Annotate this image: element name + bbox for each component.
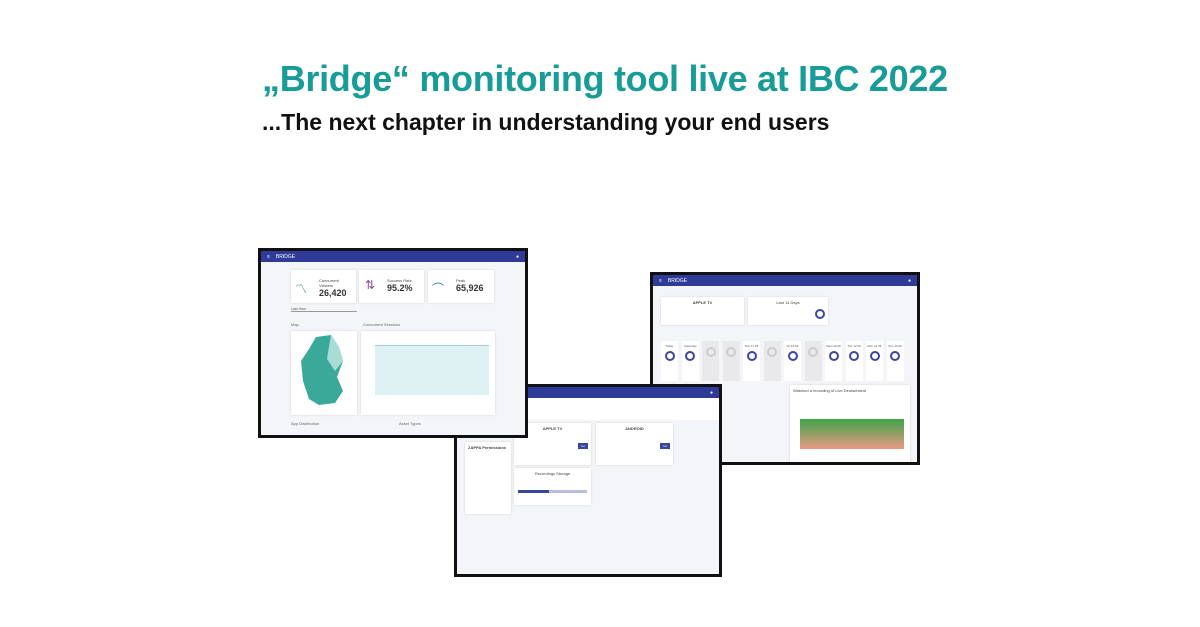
day-label: Fri 15.09 <box>786 344 799 348</box>
map-title: Map <box>291 322 299 327</box>
day-card[interactable] <box>722 341 740 381</box>
quality-ring <box>726 347 736 357</box>
day-card[interactable]: Sun 17.09 <box>743 341 760 381</box>
storage-title: Recordings Storage <box>534 471 571 476</box>
storage-card: Recordings Storage <box>514 468 591 505</box>
recording-chart: Watched a recording of Live Deutschland <box>790 385 910 462</box>
menu-icon: ≡ <box>267 253 270 260</box>
arrows-icon: ⇅ <box>365 278 376 292</box>
brand: BRIDGE <box>667 277 688 284</box>
time-select[interactable]: Last Hour <box>291 307 357 312</box>
quality-ring <box>808 347 818 357</box>
day-label: Yesterday <box>683 344 697 348</box>
period-card: Last 14 Days <box>748 297 828 325</box>
day-card[interactable] <box>804 341 822 381</box>
chart-title: Watched a recording of Live Deutschland <box>793 388 867 393</box>
sessions-area <box>375 345 489 395</box>
day-card[interactable]: Wed 13.09 <box>825 341 842 381</box>
quality-ring <box>787 351 798 361</box>
germany-map <box>301 335 343 405</box>
day-card[interactable]: Yesterday <box>681 341 699 381</box>
permissions-title: ZAPPA Permissions <box>468 445 507 450</box>
day-card[interactable]: Today <box>661 341 678 381</box>
day-label: Tue 12.09 <box>847 344 861 348</box>
device-card-android: ANDROID ▪▪▪▪ <box>596 423 673 465</box>
quality-ring <box>890 351 900 361</box>
menu-icon: ≡ <box>659 277 662 284</box>
day-card[interactable]: Tue 12.09 <box>845 341 863 381</box>
action-button[interactable]: ▪▪▪▪ <box>659 443 670 449</box>
account-icon: ● <box>515 253 519 260</box>
kpi-label: Concurrent Viewers <box>319 278 339 288</box>
period-label: Last 14 Days <box>776 300 800 305</box>
brand: BRIDGE <box>275 253 296 260</box>
device-name: APPLE TV <box>542 426 563 431</box>
day-card[interactable] <box>702 341 719 381</box>
kpi-label: Success Rate <box>387 278 412 283</box>
peak-icon: ⌒ <box>432 282 445 296</box>
action-button[interactable]: ▪▪▪▪ <box>577 443 588 449</box>
navbar: ≡ BRIDGE ● <box>261 251 525 262</box>
account-screenshot: ● ZAPPA Permissions APPLE TV ▪▪▪▪ ANDROID… <box>454 384 722 577</box>
day-card[interactable]: Fri 15.09 <box>784 341 801 381</box>
account-icon: ● <box>709 389 713 396</box>
headline: „Bridge“ monitoring tool live at IBC 202… <box>262 58 948 99</box>
quality-ring <box>746 351 757 361</box>
quality-ring <box>849 351 859 361</box>
device-name: ANDROID <box>625 426 644 431</box>
quality-ring <box>705 347 716 357</box>
device-name: APPLE TV <box>692 300 713 305</box>
sessions-title: Concurrent Sessions <box>363 322 401 327</box>
map-card <box>291 331 357 415</box>
kpi-value: 26,420 <box>319 288 347 298</box>
quality-ring <box>767 347 777 357</box>
day-label: Today <box>665 344 674 348</box>
kpi-value: 65,926 <box>456 283 484 293</box>
quality-ring <box>685 351 695 361</box>
device-card: APPLE TV <box>661 297 744 325</box>
day-card[interactable]: Mon 11.09 <box>866 341 883 381</box>
quality-ring <box>869 351 880 361</box>
sessions-chart <box>361 331 495 415</box>
app-title: App Distribution <box>291 421 320 426</box>
day-label: Wed 13.09 <box>826 344 841 348</box>
chart-area <box>800 419 904 449</box>
storage-progress <box>518 490 550 493</box>
day-card[interactable]: Sun 10.09 <box>886 341 904 381</box>
day-card[interactable] <box>763 341 781 381</box>
navbar: ≡ BRIDGE ● <box>653 275 917 286</box>
account-icon: ● <box>907 277 911 284</box>
asset-title: Asset Types <box>399 421 421 426</box>
subheadline: ...The next chapter in understanding you… <box>262 109 830 135</box>
quality-ring <box>664 351 675 361</box>
day-label: Sun 10.09 <box>888 344 902 348</box>
trend-icon: 〽 <box>295 282 308 296</box>
navbar: ● <box>457 387 719 398</box>
kpi-label: Peak <box>456 278 466 283</box>
quality-ring <box>828 351 839 361</box>
kpi-value: 95.2% <box>387 283 413 293</box>
permissions-panel: ZAPPA Permissions <box>465 442 511 514</box>
day-label: Sun 17.09 <box>744 344 759 348</box>
day-label: Mon 11.09 <box>867 344 882 348</box>
